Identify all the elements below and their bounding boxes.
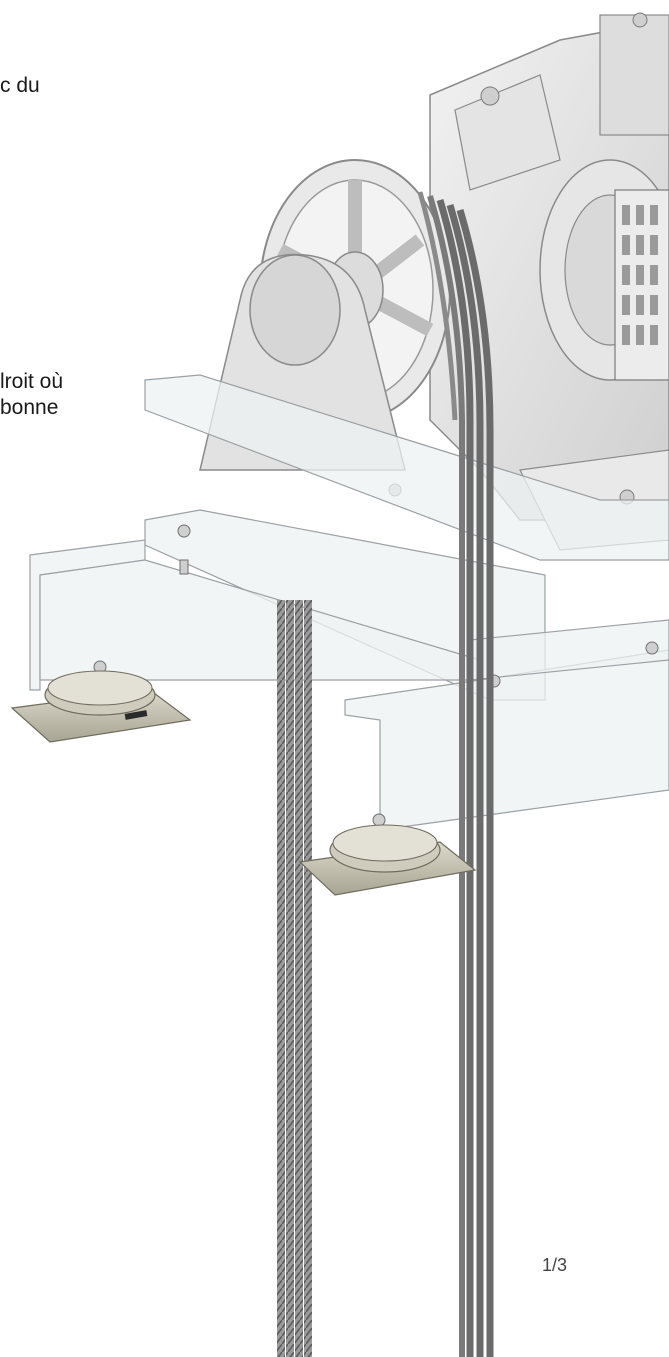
- vibration-isolator-left: [10, 670, 192, 743]
- traction-sheave: [199, 159, 451, 497]
- body-text-line-2: lroit où: [0, 370, 64, 393]
- glass-beams: [29, 374, 669, 831]
- vibration-isolator-center: [298, 824, 477, 896]
- body-text-line-1: c du: [0, 74, 40, 97]
- steel-ropes: [277, 191, 494, 1357]
- body-text-line-3: bonne: [0, 396, 59, 419]
- beam-bolts: [93, 524, 659, 827]
- page-indicator: 1/3: [542, 1255, 568, 1275]
